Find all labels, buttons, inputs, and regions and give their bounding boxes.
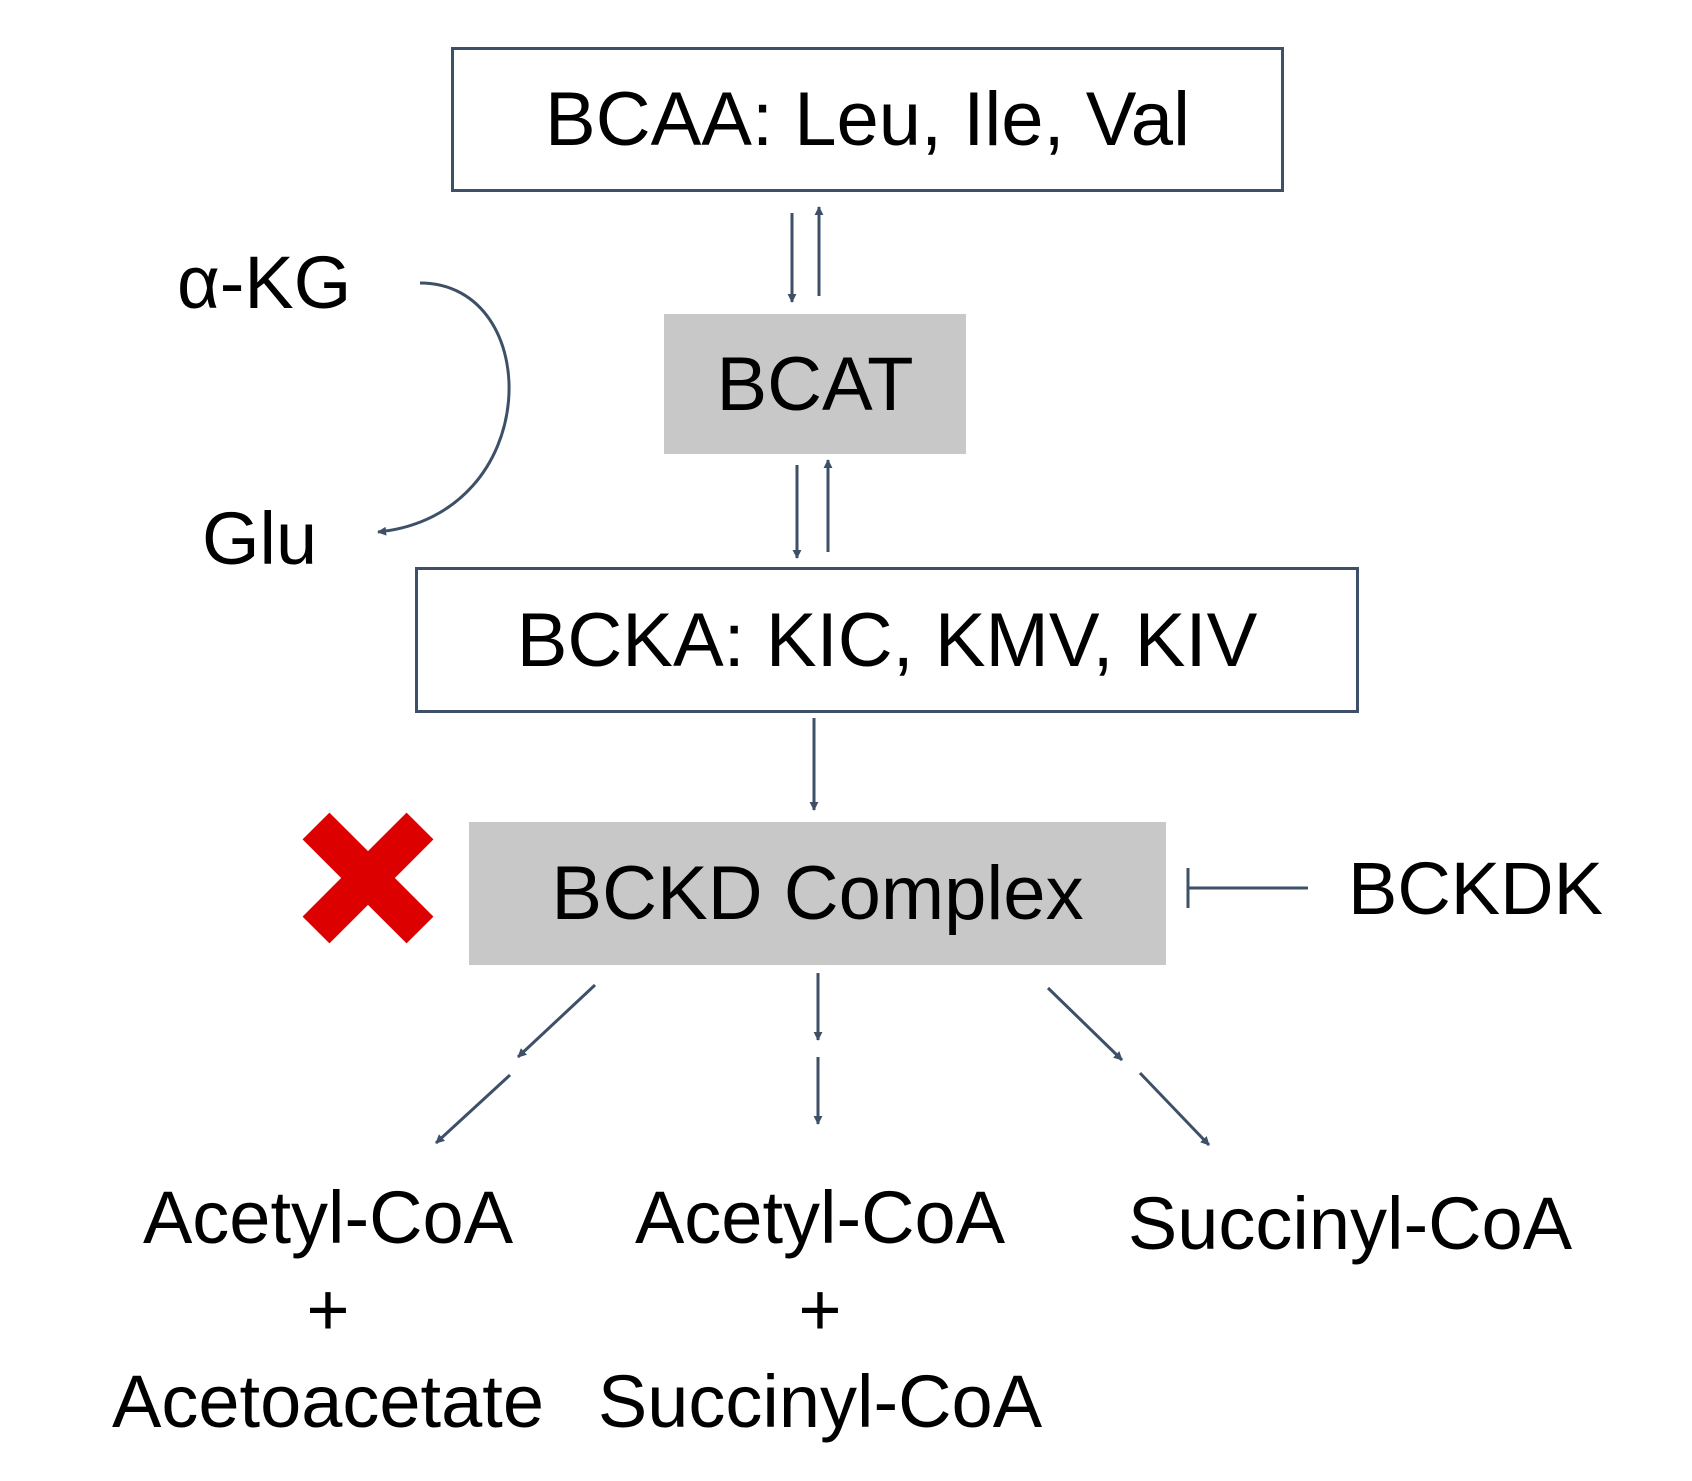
product-2-line1: Acetyl-CoA — [634, 1176, 1006, 1259]
product-1: Acetyl-CoA + Acetoacetate — [88, 1172, 568, 1448]
product-1-plus: + — [306, 1268, 350, 1351]
product-1-line1: Acetyl-CoA — [142, 1176, 514, 1259]
product-2-plus: + — [798, 1268, 842, 1351]
arrow-to-product-1b — [434, 1073, 512, 1145]
bcka-box: BCKA: KIC, KMV, KIV — [415, 567, 1359, 713]
bcat-label: BCAT — [716, 341, 914, 427]
bckdk-label: BCKDK — [1348, 847, 1603, 930]
product-3: Succinyl-CoA — [1100, 1178, 1600, 1270]
arrow-to-product-3b — [1138, 1071, 1211, 1147]
bcaa-label: BCAA: Leu, Ile, Val — [545, 77, 1190, 162]
bcaa-box: BCAA: Leu, Ile, Val — [451, 47, 1284, 192]
bckd-label: BCKD Complex — [551, 851, 1084, 936]
product-2: Acetyl-CoA + Succinyl-CoA — [590, 1172, 1050, 1448]
arrow-to-product-1a — [516, 983, 597, 1059]
product-3-line1: Succinyl-CoA — [1127, 1182, 1573, 1265]
glu-label: Glu — [202, 497, 318, 580]
product-1-line3: Acetoacetate — [112, 1360, 544, 1443]
bckd-complex-box: BCKD Complex — [469, 822, 1166, 965]
akg-label: α-KG — [177, 241, 352, 324]
red-x-icon — [302, 812, 434, 944]
product-2-line3: Succinyl-CoA — [597, 1360, 1043, 1443]
arrow-to-product-3a — [1046, 986, 1124, 1062]
arrow-akg-to-glu — [377, 281, 511, 536]
bcka-label: BCKA: KIC, KMV, KIV — [516, 597, 1258, 683]
bcat-enzyme-box: BCAT — [664, 314, 966, 454]
